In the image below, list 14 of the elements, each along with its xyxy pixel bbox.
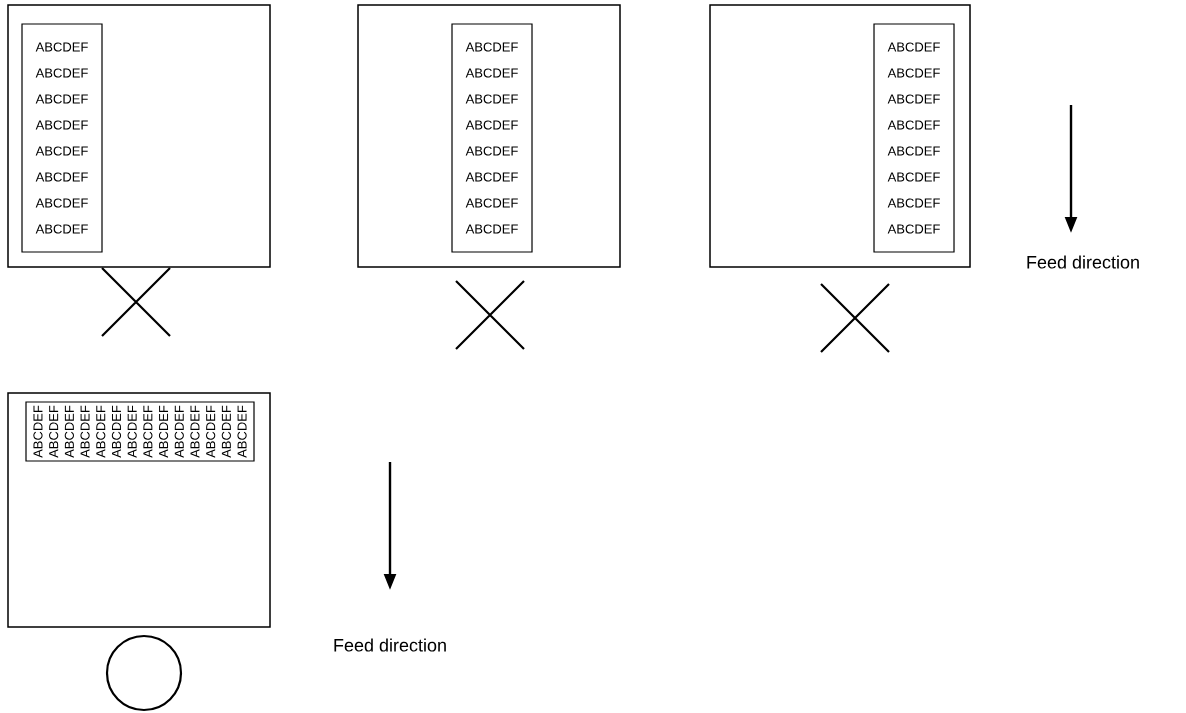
circle-mark — [105, 634, 183, 712]
cross-mark — [454, 279, 526, 351]
page-box — [7, 4, 271, 268]
label-text: Feed direction — [334, 638, 446, 652]
page-box — [7, 392, 271, 628]
text-block: ABCDEF ABCDEF ABCDEF ABCDEF ABCDEF ABCDEF ABCDEF ABCDEF — [451, 23, 533, 253]
page-box — [357, 4, 621, 268]
cross-mark — [819, 282, 891, 354]
text-block: ABCDEF ABCDEF ABCDEF ABCDEF ABCDEF ABCDEF ABCDEF ABCDEF ABCDEF ABCDEF ABCDEF ABCDEF ABCDEF ABCDEF — [25, 401, 255, 462]
text-block: ABCDEF ABCDEF ABCDEF ABCDEF ABCDEF ABCDEF ABCDEF ABCDEF — [21, 23, 103, 253]
text-block: ABCDEF ABCDEF ABCDEF ABCDEF ABCDEF ABCDEF ABCDEF ABCDEF — [873, 23, 955, 253]
cross-mark — [100, 266, 172, 338]
label-text: Feed direction — [1027, 255, 1139, 269]
page-box — [709, 4, 971, 268]
